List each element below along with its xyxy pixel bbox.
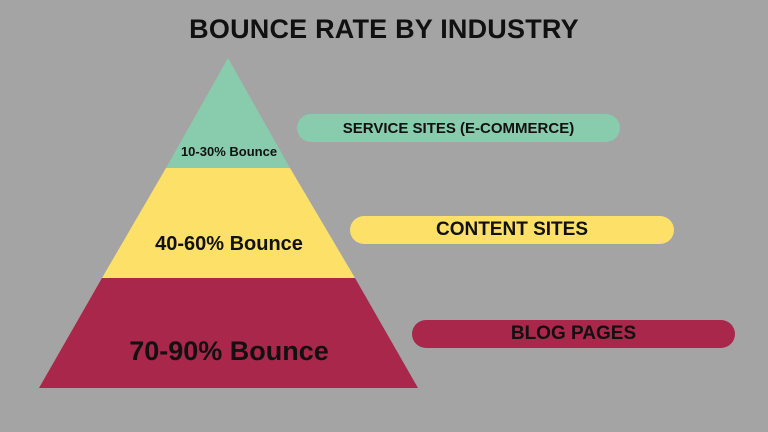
legend-label: SERVICE SITES (E-COMMERCE)	[342, 119, 575, 137]
pyramid-tier-bottom	[39, 278, 418, 388]
tier-top-label: 10-30% Bounce	[180, 144, 278, 159]
tier-middle-label: 40-60% Bounce	[155, 233, 303, 255]
legend-pill-content-sites: CONTENT SITES	[350, 216, 674, 244]
legend-label: BLOG PAGES	[510, 323, 637, 344]
tier-bottom-label: 70-90% Bounce	[129, 336, 329, 366]
diagram-title: BOUNCE RATE BY INDUSTRY	[189, 14, 579, 44]
legend-pill-service-sites: SERVICE SITES (E-COMMERCE)	[297, 114, 620, 142]
legend-pill-blog-pages: BLOG PAGES	[412, 320, 735, 348]
pyramid-tier-middle	[102, 168, 355, 278]
legend-label: CONTENT SITES	[435, 219, 588, 240]
pyramid-tier-top	[166, 58, 290, 168]
